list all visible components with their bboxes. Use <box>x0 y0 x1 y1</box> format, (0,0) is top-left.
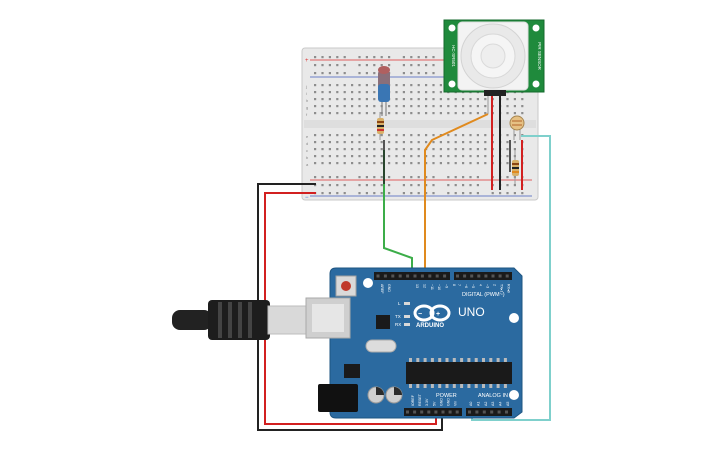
pir-label-right: PIR SENSOR <box>537 42 542 71</box>
arduino-logo: − + <box>413 304 451 322</box>
analog-pin-label: A2 <box>484 402 488 406</box>
digital-pin-label: GND <box>387 284 391 292</box>
brand-text: ARDUINO <box>416 323 444 329</box>
digital-pin-label: ~5 <box>471 284 475 288</box>
led-rx <box>404 323 410 326</box>
analog-pin-label: A0 <box>469 402 473 406</box>
mounting-hole <box>363 278 373 288</box>
power-pin-label: Vin <box>454 401 458 406</box>
row-letter: i <box>306 91 307 96</box>
model-text: UNO <box>458 305 485 319</box>
digital-pin-label: 8 <box>452 284 456 286</box>
analog-label: ANALOG IN <box>478 393 508 399</box>
led-l <box>404 302 410 305</box>
analog-pin-label: A3 <box>491 402 495 406</box>
digital-pin-label: TX▸1 <box>500 284 504 292</box>
crystal <box>365 339 397 353</box>
digital-pin-label: 12 <box>422 284 426 288</box>
digital-pin-label: ~6 <box>464 284 468 288</box>
analog-header <box>466 408 512 416</box>
digital-pin-label: 13 <box>415 284 419 288</box>
digital-pin-label: 7 <box>457 284 461 286</box>
row-letter: b <box>306 155 309 160</box>
row-letter: c <box>306 148 308 153</box>
photoresistor[interactable] <box>509 115 525 140</box>
led-rx-label: RX <box>395 322 401 327</box>
digital-pin-label: 2 <box>493 284 497 286</box>
digital-pin-label: ~3 <box>485 284 489 288</box>
row-letter: g <box>306 105 308 110</box>
digital-pin-label: ~10 <box>437 284 441 290</box>
digital-pin-label: AREF <box>380 284 384 294</box>
digital-pin-label: RX◂0 <box>507 284 511 293</box>
row-letter: f <box>306 112 308 117</box>
power-pin-label: 5V <box>432 401 436 406</box>
atmega-chip <box>406 362 512 384</box>
power-header <box>404 408 462 416</box>
power-pin-label: GND <box>439 398 443 406</box>
digital-label: DIGITAL (PWM~) <box>462 292 505 298</box>
analog-pin-label: A5 <box>506 402 510 406</box>
led-tx <box>404 315 410 318</box>
wire-green-led[interactable] <box>383 150 413 276</box>
icsp-header <box>376 315 390 329</box>
digital-pin-label: ~9 <box>445 284 449 288</box>
rail-plus-label: + <box>305 58 309 64</box>
voltage-regulator <box>344 364 360 378</box>
led-tx-label: TX <box>395 314 401 319</box>
led[interactable] <box>378 66 390 116</box>
row-letter: h <box>306 98 308 103</box>
usb-cable[interactable] <box>172 300 309 340</box>
pir-label-left: HC-SR501 <box>451 45 456 67</box>
row-letter: d <box>306 141 308 146</box>
analog-pin-label: A4 <box>499 402 503 406</box>
svg-text:+: + <box>436 311 440 318</box>
svg-text:−: − <box>418 311 422 318</box>
pir-sensor[interactable]: HC-SR501 PIR SENSOR <box>443 19 545 114</box>
power-pin-label: 3.3V <box>425 398 429 406</box>
wire-orange-pir[interactable] <box>424 113 489 276</box>
mounting-hole <box>509 313 519 323</box>
power-jack <box>318 384 358 412</box>
row-letter: j <box>305 84 307 89</box>
power-pin-label: GND <box>447 398 451 406</box>
rail-minus-label: − <box>305 195 309 201</box>
power-label: POWER <box>436 393 457 399</box>
led-l-label: L <box>398 301 401 306</box>
digital-pin-label: 4 <box>478 284 482 286</box>
row-letter: e <box>306 134 309 139</box>
mounting-hole <box>509 390 519 400</box>
wire-red-5v[interactable] <box>264 192 437 425</box>
wire-black-gnd[interactable] <box>257 183 443 431</box>
row-letter: a <box>306 162 309 167</box>
analog-pin-label: A1 <box>476 402 480 406</box>
digital-pin-label: ~11 <box>430 284 434 290</box>
digital-header-right <box>454 272 512 280</box>
resistor-ldr[interactable] <box>512 150 519 184</box>
power-pin-label: IOREF <box>411 394 415 406</box>
power-pin-label: RESET <box>418 393 422 406</box>
resistor-led[interactable] <box>377 112 384 140</box>
digital-header-left <box>374 272 450 280</box>
